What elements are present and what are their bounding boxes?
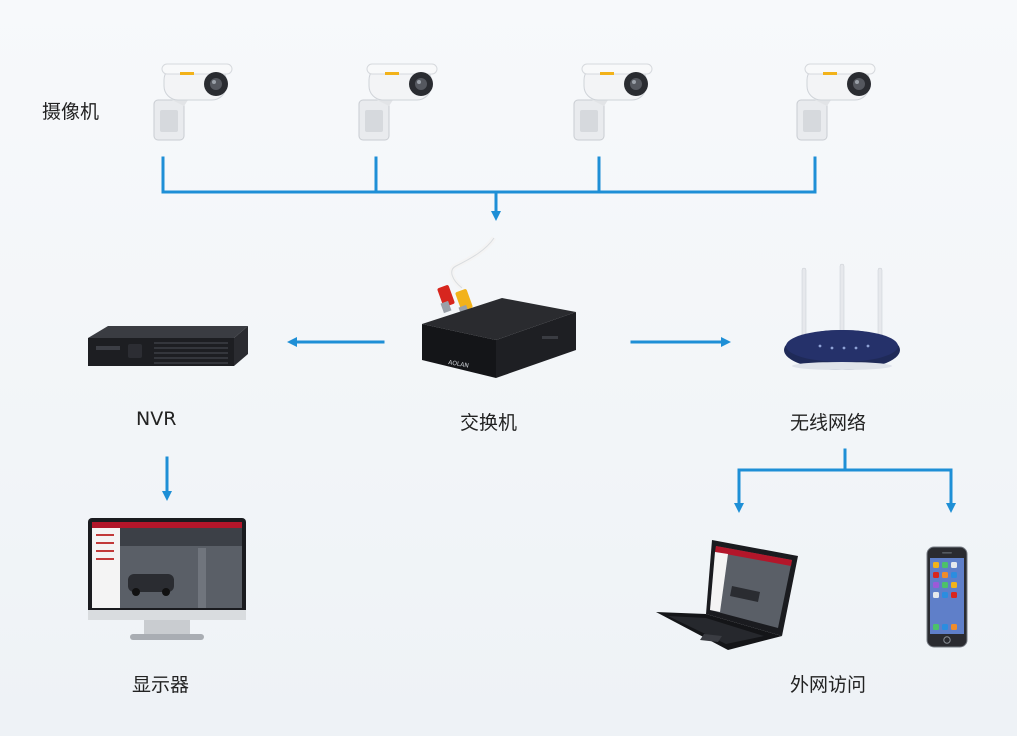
monitor-device [88,518,246,650]
laptop-device [652,536,800,656]
cctv-camera-icon [796,63,876,141]
cctv-camera-icon [153,63,233,141]
phone-device [926,546,968,652]
label-wireless: 无线网络 [790,412,867,434]
switch-device: AOLAN [412,232,584,384]
smartphone-icon [926,546,968,648]
network-switch-icon: AOLAN [422,236,576,378]
laptop-icon [656,540,798,650]
label-camera: 摄像机 [42,101,100,123]
nvr-recorder-icon [88,326,248,366]
wifi-router-icon [784,263,900,370]
camera-1 [150,60,242,152]
cctv-camera-icon [358,63,438,141]
label-switch: 交换机 [460,412,518,434]
nvr-device [84,322,252,378]
label-external-access: 外网访问 [790,674,867,696]
camera-3 [570,60,662,152]
camera-2 [355,60,447,152]
label-nvr: NVR [136,408,177,430]
switch-brand-text: AOLAN [448,359,470,370]
monitor-icon [88,518,246,640]
label-monitor: 显示器 [132,674,190,696]
wifi-router [780,262,906,378]
camera-4 [793,60,885,152]
cctv-camera-icon [573,63,653,141]
